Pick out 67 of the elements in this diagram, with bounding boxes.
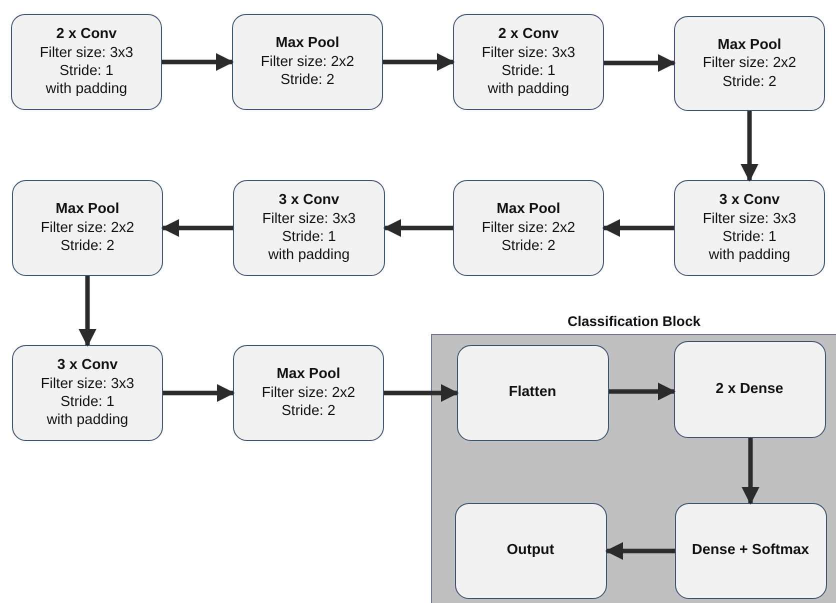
layer-box [12, 180, 163, 276]
layer-title: 3 x Conv [278, 191, 340, 210]
layer-parameter: Filter size: 2x2 [40, 218, 134, 238]
layer-parameter: Filter size: 3x3 [262, 210, 356, 228]
layer-box [453, 180, 604, 276]
layer-title: Output [506, 541, 554, 560]
arrow [162, 53, 234, 71]
layer-box [12, 345, 163, 441]
layer-title: Max Pool [496, 200, 560, 219]
layer-parameter: with padding [46, 411, 128, 430]
layer-title: Max Pool [276, 34, 340, 53]
layer-box [233, 180, 385, 276]
arrow [605, 542, 675, 560]
layer-parameter: with padding [708, 246, 790, 265]
layer-parameter: Stride: 1 [282, 228, 336, 246]
layer-parameter: Filter size: 3x3 [40, 374, 134, 393]
arrow [383, 219, 453, 237]
layer-title: Dense + Softmax [692, 541, 810, 560]
layer-parameter: Filter size: 2x2 [482, 218, 576, 238]
layer-parameter: Stride: 2 [722, 72, 776, 92]
arrow [740, 111, 758, 182]
layer-parameter: Stride: 1 [60, 393, 114, 412]
layer-title: Max Pool [718, 36, 782, 54]
layer-title: Max Pool [56, 200, 120, 219]
layer-parameter: Stride: 2 [60, 237, 114, 256]
layer-box [674, 340, 826, 438]
layer-title: 2 x Conv [56, 25, 117, 44]
layer-box [454, 502, 606, 598]
layer-parameter: Filter size: 2x2 [260, 52, 354, 72]
layer-box [453, 14, 604, 110]
layer-box [232, 14, 383, 110]
layer-title: Max Pool [276, 365, 340, 384]
layer-parameter: with padding [488, 80, 570, 99]
layer-parameter: Stride: 2 [280, 71, 334, 90]
layer-box [674, 16, 825, 111]
panel-title: Classification Block [566, 313, 702, 329]
layer-parameter: Stride: 2 [282, 402, 336, 421]
arrow [604, 54, 676, 72]
layer-box [456, 344, 608, 440]
layer-box [233, 345, 384, 441]
layer-box [674, 502, 826, 598]
arrow [383, 53, 455, 71]
layer-parameter: Stride: 1 [60, 62, 114, 80]
layer-parameter: Filter size: 3x3 [702, 210, 796, 228]
layer-box [674, 180, 825, 276]
arrow [161, 219, 233, 237]
layer-title: Flatten [508, 383, 556, 402]
layer-title: 2 x Dense [716, 380, 784, 398]
layer-title: 3 x Conv [57, 356, 118, 375]
layer-parameter: Stride: 2 [502, 237, 556, 256]
arrow [78, 276, 96, 347]
layer-title: 3 x Conv [719, 191, 780, 210]
layer-parameter: Filter size: 3x3 [482, 44, 576, 62]
arrow [163, 384, 235, 402]
layer-box [11, 14, 162, 110]
layer-parameter: Stride: 1 [722, 228, 776, 246]
layer-title: 2 x Conv [498, 25, 559, 44]
arrow [602, 219, 674, 237]
layer-parameter: with padding [268, 246, 350, 265]
arrow [384, 384, 459, 402]
layer-parameter: with padding [46, 80, 128, 99]
layer-parameter: Filter size: 3x3 [40, 44, 134, 62]
layer-parameter: Stride: 1 [502, 62, 556, 80]
arrow [742, 438, 760, 505]
layer-parameter: Filter size: 2x2 [262, 384, 356, 402]
arrow [609, 382, 676, 400]
layer-parameter: Filter size: 2x2 [702, 54, 796, 73]
